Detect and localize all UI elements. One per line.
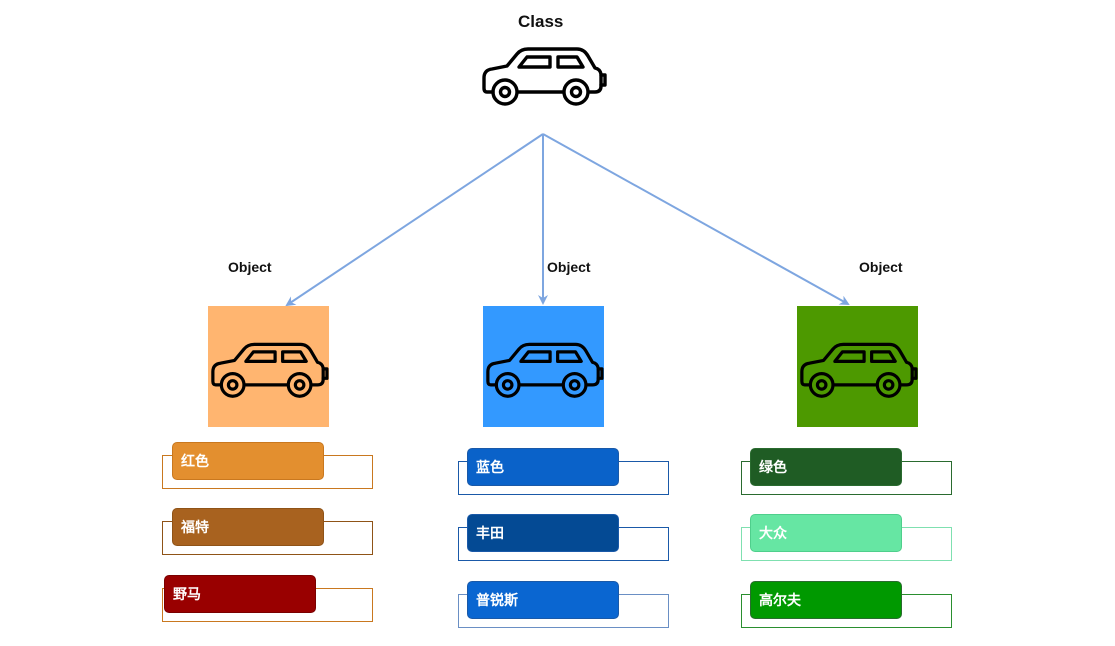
class-title: Class (518, 12, 564, 31)
car-icon (797, 334, 918, 400)
object-box-green (797, 306, 918, 427)
attribute-color: 绿色 (750, 448, 902, 486)
object-label: Object (228, 259, 272, 275)
object-box-orange (208, 306, 329, 427)
attribute-label: 高尔夫 (759, 593, 801, 609)
attribute-brand: 福特 (172, 508, 324, 546)
attribute-label: 蓝色 (476, 460, 504, 476)
arrow-to-object-3 (542, 133, 850, 305)
attribute-label: 红色 (181, 454, 209, 470)
attribute-brand: 大众 (750, 514, 902, 552)
car-icon (479, 38, 607, 108)
arrow-to-object-1 (285, 133, 544, 307)
car-icon (483, 334, 604, 400)
object-label: Object (859, 259, 903, 275)
attribute-label: 大众 (759, 526, 787, 542)
attribute-label: 野马 (173, 587, 201, 603)
attribute-label: 普锐斯 (476, 593, 518, 609)
attribute-label: 福特 (181, 520, 209, 536)
attribute-model: 普锐斯 (467, 581, 619, 619)
object-label: Object (547, 259, 591, 275)
attribute-color: 蓝色 (467, 448, 619, 486)
attribute-model: 高尔夫 (750, 581, 902, 619)
attribute-color: 红色 (172, 442, 324, 480)
attribute-label: 丰田 (476, 526, 504, 542)
attribute-label: 绿色 (759, 460, 787, 476)
object-box-blue (483, 306, 604, 427)
attribute-brand: 丰田 (467, 514, 619, 552)
attribute-model: 野马 (164, 575, 316, 613)
car-icon (208, 334, 329, 400)
